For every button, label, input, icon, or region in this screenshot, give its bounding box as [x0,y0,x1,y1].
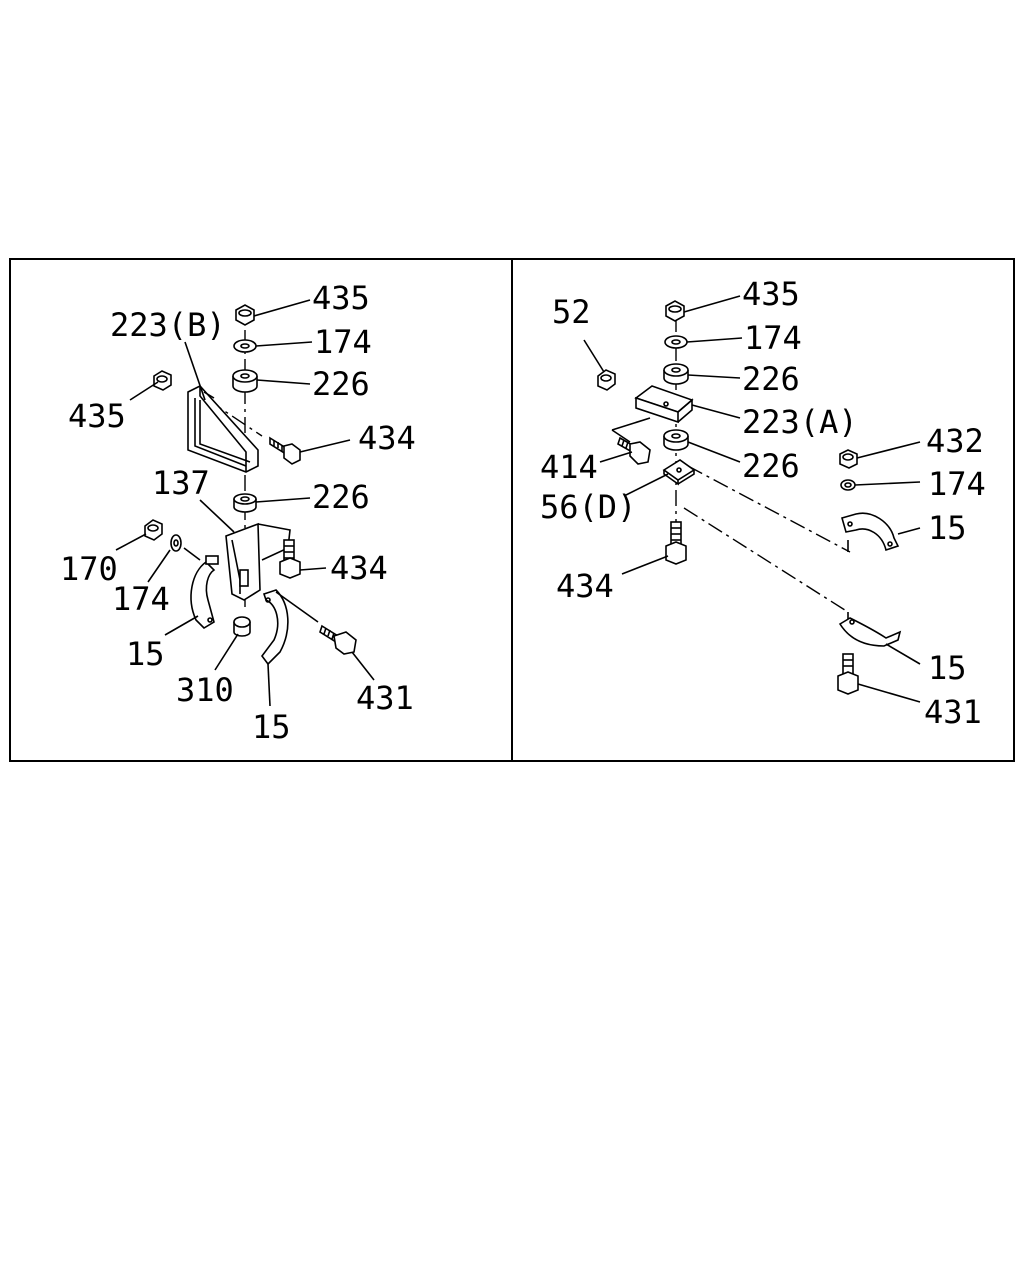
label-15-lower: 15 [928,649,967,687]
bushing-226-upper [232,369,258,393]
nut-435-top [235,304,255,326]
clamp-guide-line [183,547,201,561]
leader-line [854,481,921,486]
bolt-guide-line [275,591,319,623]
bushing-226-upper [663,363,689,385]
bolt-431-right [837,653,859,695]
label-226: 226 [742,360,800,398]
washer-174 [233,339,257,353]
leader-line [897,527,921,535]
label-432: 432 [926,422,984,460]
label-223a: 223(A) [742,403,858,441]
leader-line [299,567,327,571]
clamp-axis-line [683,507,849,613]
leader-line [115,533,147,551]
label-223b: 223(B) [110,306,226,344]
bracket-223a [634,385,694,424]
bushing-226-lower [233,493,257,513]
label-226-lower: 226 [742,447,800,485]
label-226: 226 [312,365,370,403]
label-435: 435 [742,275,800,313]
label-226-lower: 226 [312,478,370,516]
label-434: 434 [358,419,416,457]
leader-line [129,381,159,401]
clamp-15-lower [838,617,902,647]
clamp-axis-line [687,465,851,553]
leader-line [623,473,669,497]
leader-line [147,549,171,583]
leader-line [683,295,741,313]
leader-line [621,555,669,575]
nut-432 [839,449,858,469]
washer-174 [664,335,688,349]
label-56d: 56(D) [540,488,636,526]
label-434: 434 [556,567,614,605]
label-15-bottom: 15 [252,708,291,746]
leader-line [253,299,311,317]
label-435: 435 [312,279,370,317]
leader-line [691,404,741,419]
label-435-left: 435 [68,397,126,435]
label-15-left: 15 [126,635,165,673]
label-310: 310 [176,671,234,709]
axis-line [611,417,651,431]
bushing-226-lower [663,429,689,451]
washer-174-lower [170,534,182,552]
plate-56d [662,459,696,486]
label-431: 431 [924,693,982,731]
label-52: 52 [552,293,591,331]
bolt-431-left [319,624,357,655]
leader-line [351,651,375,681]
leader-line [856,441,921,459]
bolt-434-upper [269,436,301,465]
axis-line [611,429,631,443]
bolt-434 [665,521,687,565]
leader-line [256,379,311,385]
leader-line [214,633,239,671]
left-panel: 435 174 226 223(B) 435 434 137 226 170 1… [60,279,416,746]
nut-435-left [153,370,172,391]
right-panel: 435 174 226 52 223(A) 414 226 56(D) 434 … [540,275,986,731]
clamp-15-upper [841,512,900,552]
nut-170 [144,519,163,541]
leader-line [687,374,741,379]
label-174: 174 [314,323,372,361]
bolt-434-lower [279,539,301,579]
leader-line [255,497,311,503]
leader-line [184,341,206,401]
label-137: 137 [152,464,210,502]
label-15-upper: 15 [928,509,967,547]
leader-line [267,663,271,707]
leader-line [599,451,633,463]
bracket-223b [187,385,259,473]
leader-line [885,643,921,665]
label-174-right: 174 [928,465,986,503]
label-434-lower: 434 [330,549,388,587]
clamp-15-bottom [261,589,289,666]
leader-line [164,615,199,636]
leader-line [583,339,605,373]
leader-line [857,683,921,703]
washer-174-right [840,479,856,491]
leader-line [686,337,743,343]
label-414: 414 [540,448,598,486]
label-170: 170 [60,550,118,588]
spacer-310 [233,616,251,637]
label-174: 174 [744,319,802,357]
clamp-15-left [190,555,219,630]
leader-line [687,441,741,463]
hanger-137 [225,522,291,601]
label-431: 431 [356,679,414,717]
nut-435-top [665,300,685,322]
leader-line [255,341,313,347]
nut-52 [597,369,616,391]
bolt-414 [617,436,651,465]
label-174-lower: 174 [112,580,170,618]
leader-line [199,499,235,533]
leader-line [299,439,351,453]
